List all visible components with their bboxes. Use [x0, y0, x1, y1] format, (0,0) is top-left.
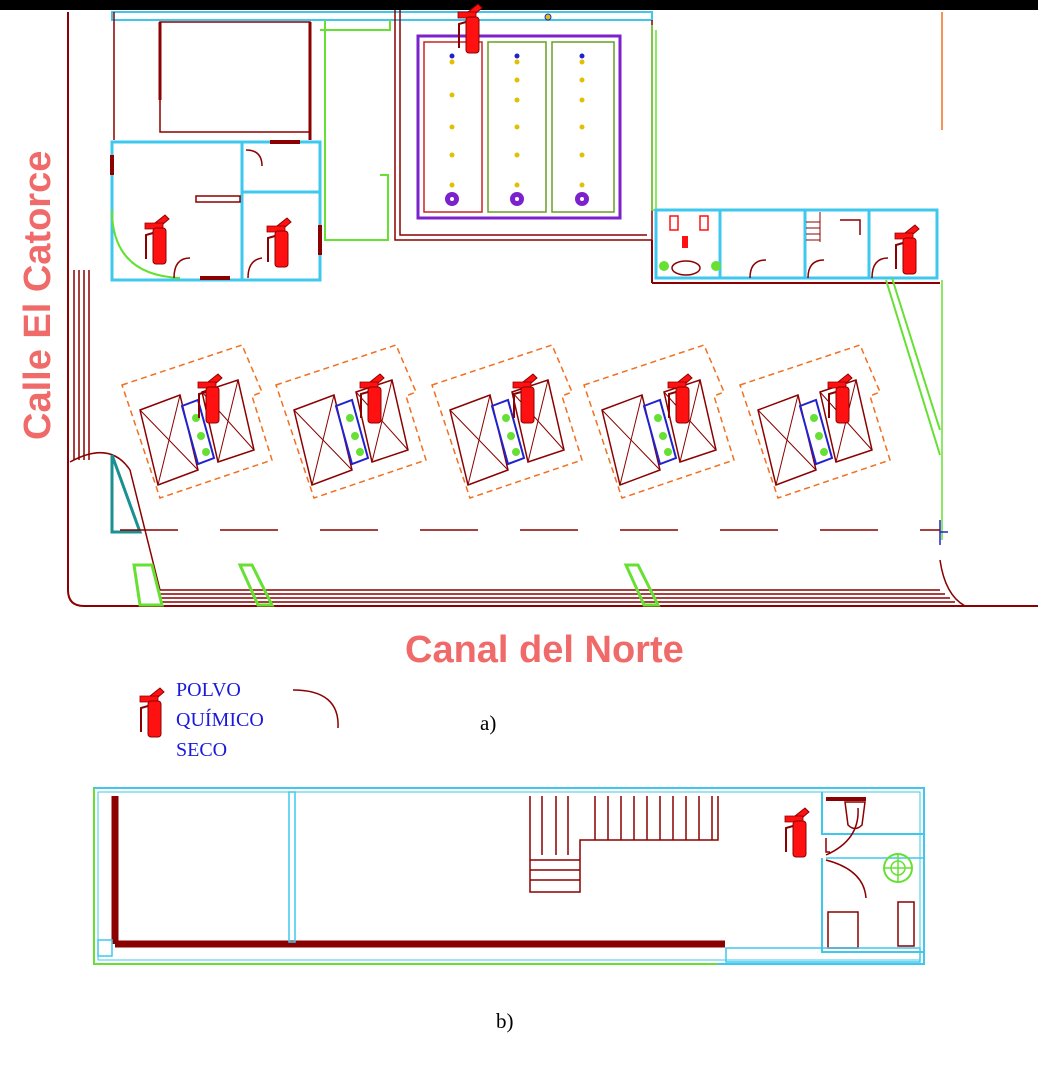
canopy [416, 13, 622, 220]
fire-extinguisher-icon [266, 217, 292, 268]
service-block [651, 208, 940, 284]
fire-extinguisher-icon [359, 373, 385, 424]
plan-b [93, 689, 925, 965]
street-label-bottom: Canal del Norte [405, 629, 684, 671]
caption-b: b) [496, 1009, 514, 1033]
bathroom [725, 792, 924, 963]
legend-line-2: QUÍMICO [176, 708, 264, 731]
staircase [529, 796, 719, 893]
office-block [110, 140, 322, 282]
top-border [0, 0, 1038, 10]
pump-island [121, 344, 273, 499]
caption-a: a) [480, 711, 496, 735]
fire-extinguisher-icon [144, 214, 170, 265]
fire-extinguisher-icon [894, 224, 920, 275]
legend-line-1: POLVO [176, 679, 241, 701]
plan-a: Calle El Catorce Canal del Norte [17, 3, 1038, 671]
fire-extinguisher-icon [784, 807, 810, 858]
fire-extinguisher-icon [667, 373, 693, 424]
legend: POLVO QUÍMICO SECO [139, 679, 264, 761]
fire-extinguisher-icon [827, 373, 853, 424]
street-label-left: Calle El Catorce [17, 151, 59, 440]
fire-extinguisher-icon [512, 373, 538, 424]
legend-line-3: SECO [176, 739, 227, 761]
fire-extinguisher-icon [139, 687, 165, 738]
